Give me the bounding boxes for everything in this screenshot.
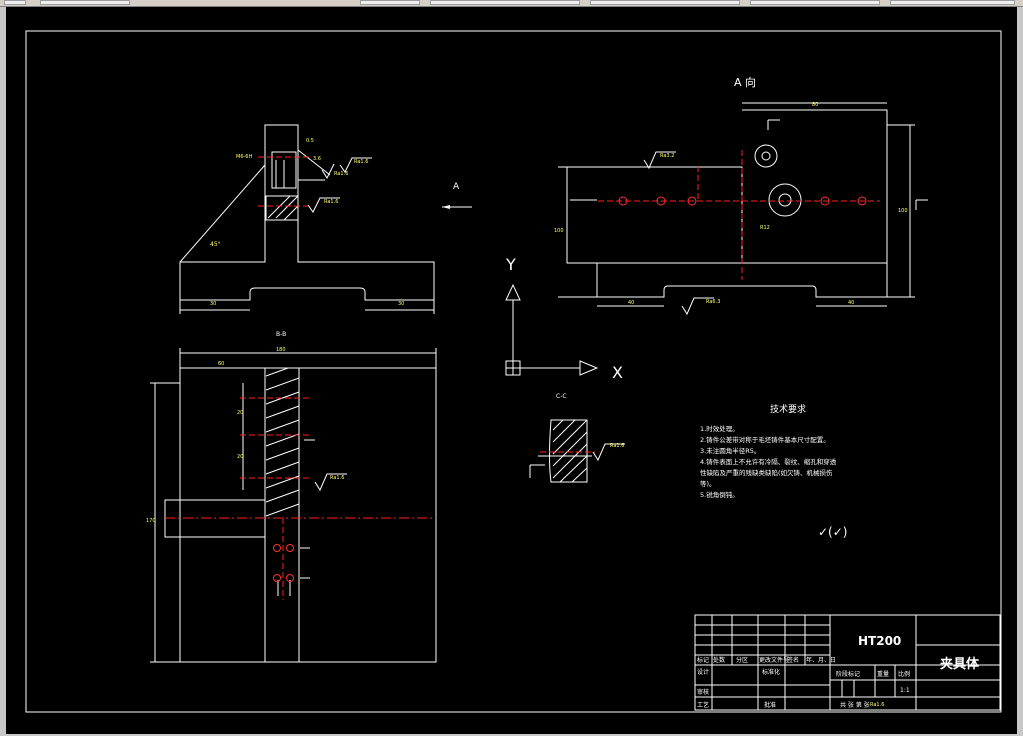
arrow-a-label: A <box>453 182 460 192</box>
svg-text:M6-6H: M6-6H <box>236 154 252 160</box>
section-c-view <box>529 419 625 483</box>
svg-text:20: 20 <box>237 454 243 460</box>
roughness-other: ✓(✓) <box>818 525 847 539</box>
tech-item-1: 1.时效处理。 <box>700 424 739 433</box>
section-c-label: C-C <box>556 393 567 400</box>
svg-text:Ra6.3: Ra6.3 <box>706 299 720 305</box>
svg-text:0.5: 0.5 <box>306 138 314 144</box>
tb-header-5: 年、月、日 <box>806 656 836 664</box>
tb-sheets: 共 张 第 张 <box>840 701 870 709</box>
svg-text:40: 40 <box>628 300 634 306</box>
roughness-r5: Ra1.6 <box>330 475 344 481</box>
y-axis-label: Y <box>505 255 516 274</box>
view-a <box>558 102 928 307</box>
tb-stage: 阶段标记 <box>836 670 860 678</box>
toolbar-button[interactable] <box>40 0 130 5</box>
svg-text:80: 80 <box>812 102 818 108</box>
toolbar-dropdown[interactable] <box>590 0 740 5</box>
svg-text:170: 170 <box>146 518 156 524</box>
roughness-r4: Ra3.2 <box>660 153 674 159</box>
drawing-canvas[interactable]: M6-6H 0.5 3.6 45° 30 30 Ra1.6 Ra1.6 Ra1.… <box>6 7 1017 734</box>
toolbar-dropdown[interactable] <box>750 0 880 5</box>
sheet-frame <box>25 30 1002 713</box>
tb-process: 工艺 <box>697 701 709 709</box>
toolbar-strip <box>0 0 1023 7</box>
tb-scale: 1:1 <box>900 687 910 694</box>
tech-item-5: 性缺陷及严重的残缺类缺陷(如欠铸、机械损伤 <box>700 468 833 477</box>
toolbar-button[interactable] <box>360 0 420 5</box>
roughness-r6: Ra1.6 <box>610 443 624 449</box>
svg-text:30: 30 <box>398 301 404 307</box>
svg-text:20: 20 <box>237 410 243 416</box>
svg-text:3.6: 3.6 <box>313 156 321 162</box>
tb-header-0: 标记 <box>697 656 709 664</box>
tech-title: 技术要求 <box>770 403 806 415</box>
part-name: 夹具体 <box>940 656 980 672</box>
svg-text:40: 40 <box>848 300 854 306</box>
dim-overall-width: 180 <box>276 347 286 353</box>
svg-text:100: 100 <box>898 208 908 214</box>
tb-ratio: 比例 <box>898 670 910 678</box>
roughness-r1: Ra1.6 <box>354 159 368 165</box>
tech-item-7: 5.锐角倒钝。 <box>700 490 739 499</box>
tb-header-1: 处数 <box>713 656 725 664</box>
tech-item-3: 3.未注圆角半径R5。 <box>700 446 760 455</box>
roughness-r3: Ra1.6 <box>324 199 338 205</box>
title-block <box>694 614 1001 711</box>
tb-weight: 重量 <box>877 670 889 678</box>
svg-text:R12: R12 <box>760 225 770 231</box>
material-label: HT200 <box>858 634 901 648</box>
front-view <box>179 124 435 314</box>
cad-drawing: M6-6H 0.5 3.6 45° 30 30 Ra1.6 Ra1.6 Ra1.… <box>25 30 1002 713</box>
section-b-view <box>150 348 437 663</box>
toolbar-dropdown[interactable] <box>430 0 580 5</box>
tech-item-6: 等)。 <box>700 479 716 488</box>
tb-header-2: 分区 <box>736 656 748 664</box>
ucs-axis-icon <box>505 283 599 376</box>
view-a-label: A 向 <box>734 75 756 89</box>
tb-check: 审核 <box>697 688 709 696</box>
section-b-label: B-B <box>276 331 286 338</box>
tech-item-4: 4.铸件表面上不允许有冷隔、裂纹、缩孔和穿透 <box>700 457 837 466</box>
svg-text:30: 30 <box>210 301 216 307</box>
angle-label: 45° <box>210 241 221 248</box>
tb-design: 设计 <box>697 668 709 676</box>
tb-standard: 标准化 <box>762 668 780 676</box>
roughness-r7: Ra1.6 <box>870 702 884 708</box>
tb-header-3: 更改文件号 <box>759 656 789 664</box>
toolbar-button[interactable] <box>4 0 26 5</box>
svg-text:60: 60 <box>218 361 224 367</box>
x-axis-label: X <box>612 363 623 382</box>
tb-approve: 批准 <box>764 701 776 709</box>
roughness-r2: Ra1.6 <box>334 171 348 177</box>
toolbar-dropdown[interactable] <box>890 0 1015 5</box>
svg-text:100: 100 <box>554 228 564 234</box>
tb-header-4: 签名 <box>787 656 799 664</box>
tech-item-2: 2.铸件公差带对称于毛坯铸件基本尺寸配置。 <box>700 435 830 444</box>
